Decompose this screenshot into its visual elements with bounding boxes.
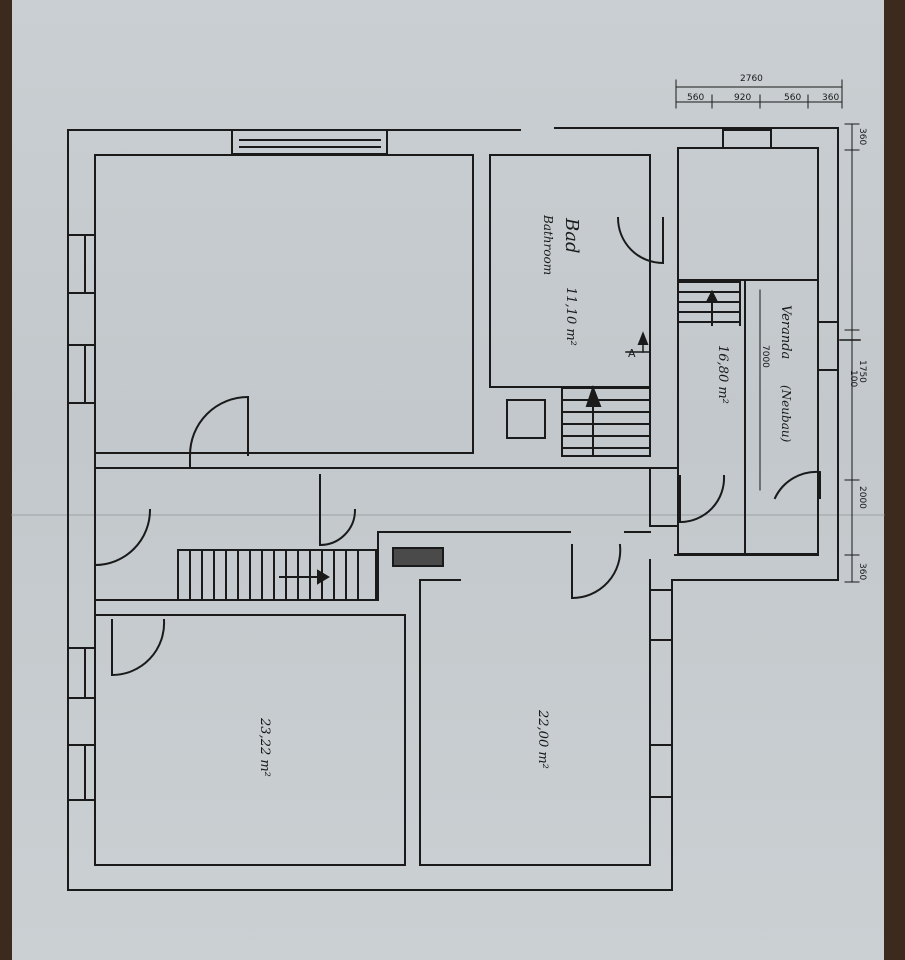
left-windows	[67, 234, 96, 801]
shaft	[506, 399, 546, 439]
section-marks	[625, 337, 861, 353]
outer-wall-outline	[67, 127, 839, 891]
door-left	[94, 508, 152, 567]
blueprint-paper	[12, 0, 884, 960]
door-bath	[616, 216, 664, 265]
room-veranda	[677, 147, 819, 555]
window-top	[231, 129, 388, 155]
dim-right-3: 100	[848, 370, 858, 388]
main-stair	[177, 549, 377, 601]
stair-arrow-right	[317, 569, 330, 585]
room-right-area: 22,00 m²	[535, 710, 550, 769]
veranda-area: 16,80 m²	[715, 345, 730, 404]
dim-right-2: 1750	[857, 360, 867, 383]
chimney	[392, 547, 444, 567]
room-left-area: 23,22 m²	[257, 718, 272, 777]
door-corridor	[319, 474, 357, 547]
veranda-note: (Neubau)	[779, 385, 793, 443]
window-veranda-top	[722, 129, 772, 149]
dim-right-5: 360	[857, 563, 867, 581]
dim-veranda-length: 7000	[760, 345, 770, 368]
dim-top-total: 2760	[740, 74, 763, 84]
bath-stair	[561, 387, 651, 457]
stair-arrow-up-2	[585, 385, 602, 407]
door-veranda	[679, 474, 726, 524]
dim-right-1: 360	[857, 128, 867, 146]
dim-top-3: 560	[784, 93, 802, 103]
dim-top-2: 920	[734, 93, 752, 103]
right-windows	[649, 321, 839, 798]
section-mark-a: A	[628, 347, 636, 360]
room-main	[94, 154, 474, 454]
top-dimension	[675, 79, 843, 109]
stair-arrow-up	[705, 289, 719, 303]
veranda-name: Veranda	[778, 305, 793, 360]
bath-area: 11,10 m²	[563, 287, 578, 346]
right-dimension	[759, 123, 860, 583]
veranda-stair	[677, 281, 741, 326]
door-room-right	[571, 543, 622, 600]
door-room-left	[111, 618, 166, 677]
dim-right-4: 2000	[857, 486, 867, 509]
dim-top-4: 360	[822, 93, 840, 103]
bath-name: Bad	[561, 218, 582, 254]
door-veranda-2	[773, 470, 821, 500]
dim-top-1: 560	[687, 93, 705, 103]
door-main-room	[188, 395, 249, 457]
bath-subtitle: Bathroom	[541, 215, 555, 276]
